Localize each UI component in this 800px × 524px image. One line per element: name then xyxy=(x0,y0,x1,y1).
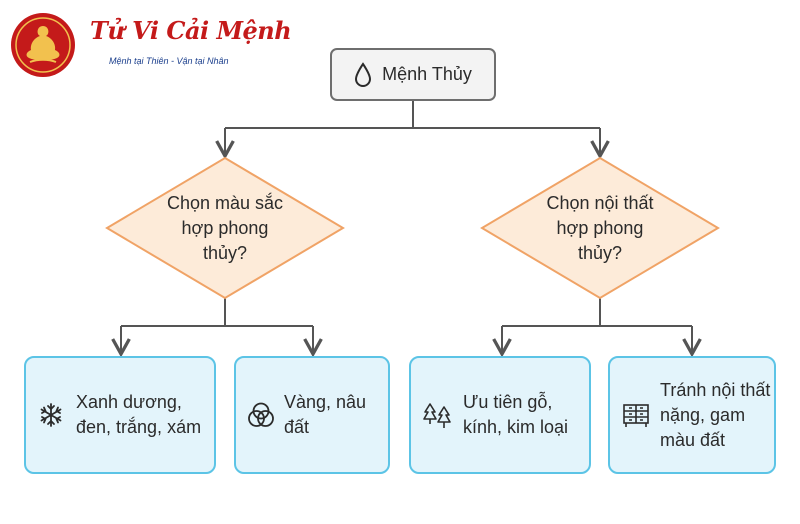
decision-furniture-label: Chọn nội thất hợp phong thủy? xyxy=(546,192,654,263)
brand-title: Tử Vi Cải Mệnh xyxy=(90,16,292,45)
decision-colors-label: Chọn màu sắc hợp phong thủy? xyxy=(166,192,284,263)
decision-furniture-diamond xyxy=(480,156,720,300)
brand-emblem-icon xyxy=(11,13,75,77)
decision-furniture-connector xyxy=(502,298,692,327)
leaf-wood-glass-metal: Ưu tiên gỗ, kính, kim loại xyxy=(409,356,591,474)
leaf-blue-colors-label: Xanh dương, đen, trắng, xám xyxy=(76,392,202,437)
leaf-wood-glass-metal-label: Ưu tiên gỗ, kính, kim loại xyxy=(463,392,569,437)
root-label: Mệnh Thủy xyxy=(382,64,472,84)
leaf-avoid-heavy: Tránh nội thất nặng, gam màu đất xyxy=(608,356,776,474)
snowflake-icon xyxy=(36,402,66,428)
decision-colors-diamond xyxy=(105,156,345,300)
root-connector xyxy=(225,101,600,129)
leaf-avoid-heavy-label: Tránh nội thất nặng, gam màu đất xyxy=(660,379,771,450)
leaf-yellow-brown-label: Vàng, nâu đất xyxy=(284,392,367,437)
brand-tagline: Mệnh tại Thiên - Vận tại Nhân xyxy=(109,56,229,66)
color-circles-icon xyxy=(246,401,276,429)
leaf-yellow-brown: Vàng, nâu đất xyxy=(234,356,390,474)
water-drop-icon xyxy=(355,61,372,87)
decision-colors-connector xyxy=(121,298,313,327)
trees-icon xyxy=(421,400,455,430)
brand-logo: Tử Vi Cải Mệnh Mệnh tại Thiên - Vận tại … xyxy=(10,10,292,80)
root-node: Mệnh Thủy xyxy=(330,48,496,101)
leaf-blue-colors: Xanh dương, đen, trắng, xám xyxy=(24,356,216,474)
furniture-icon xyxy=(620,400,652,430)
